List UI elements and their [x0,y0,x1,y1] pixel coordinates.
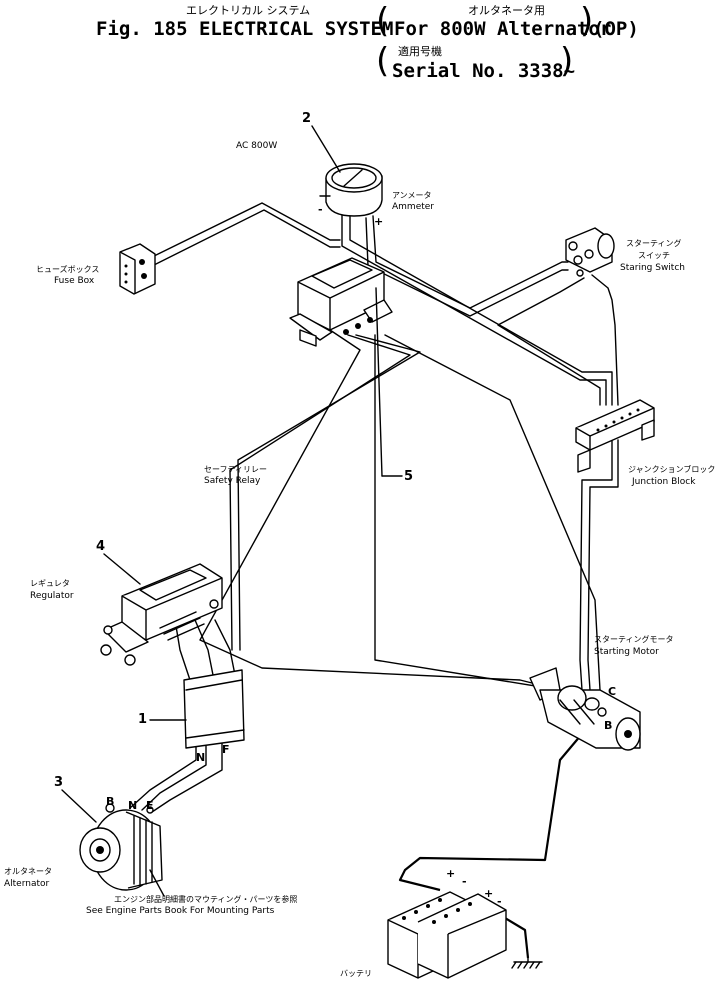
mounting-note-japanese: エンジン部品明細書のマウティング・パーツを参照 [114,895,298,904]
wire-switch-to-junction [497,274,619,406]
starting-motor-part [529,667,641,751]
ac-800w-label: AC 800W [236,141,278,151]
callout-4: 4 [96,539,106,554]
harness-terminal-f: F [222,743,230,756]
callout-5: 5 [404,469,414,484]
battery-part [387,891,507,979]
wire-fusebox-to-ammeter [149,202,341,267]
safety-relay-part [289,257,393,347]
junction-block-label: Junction Block [632,477,696,487]
motor-terminal-b: B [604,719,613,732]
regulator-part [100,563,223,666]
alternator-label: Alternator [4,879,50,889]
regulator-label-japanese: レギュレタ [30,579,70,588]
wire-harness-to-alternator [129,739,223,813]
alternator-spec-japanese: オルタネータ用 [468,4,545,17]
alternator-label-japanese: オルタネータ [4,867,52,876]
battery-label-japanese: バッテリ [340,969,372,978]
serial-japanese: 適用号機 [398,45,442,58]
junction-block-label-japanese: ジャンクションブロック [628,465,716,474]
safety-relay-label-japanese: セーフティリレー [204,465,268,474]
ammeter-minus-terminal: - [318,203,323,216]
starting-motor-label-japanese: スターティングモータ [594,635,674,644]
ground-icon [511,957,543,969]
right-paren-2: ) [560,41,574,81]
alternator-terminal-e: E [146,799,154,812]
ammeter-part [319,163,383,217]
callout-1: 1 [138,712,148,727]
alternator-terminal-b: B [106,795,115,808]
starting-switch-label-japanese-2: スイッチ [638,251,670,260]
wire-relay-to-regulator [199,329,561,691]
callout-2: 2 [302,111,312,126]
ammeter-plus-terminal: + [374,215,384,228]
wire-battery-cable [398,721,593,959]
serial-number: Serial No. 3338~ [392,60,576,82]
wire-ammeter-to-junction [341,211,613,406]
left-paren-1: ( [376,1,390,41]
left-paren-2: ( [376,41,390,81]
wire-junction-to-motor [579,439,619,691]
battery-minus-terminal-2: - [497,895,502,908]
motor-terminal-c: C [608,685,617,698]
starting-switch-label-japanese-1: スターティング [626,239,682,248]
option-label: (OP) [593,18,639,40]
mounting-note: See Engine Parts Book For Mounting Parts [86,906,275,916]
wire-regulator-to-harness [174,619,237,681]
harness-terminal-n: N [196,751,206,764]
fuse-box-label-japanese: ヒューズボックス [36,265,100,274]
ammeter-label-japanese: アンメータ [392,191,432,200]
fuse-box-part [119,243,156,295]
callout-3: 3 [54,775,64,790]
battery-plus-terminal-2: + [484,887,494,900]
safety-relay-label: Safety Relay [204,476,261,486]
wire-harness-part [183,669,245,749]
leader-lines [61,125,403,897]
alternator-terminal-n: N [128,799,138,812]
starting-motor-label: Starting Motor [594,647,659,657]
starting-switch-label: Staring Switch [620,263,685,273]
right-paren-1: ) [580,1,594,41]
starting-switch-part [565,227,615,277]
fuse-box-label: Fuse Box [54,276,95,286]
battery-plus-terminal-1: + [446,867,456,880]
battery-minus-terminal: - [462,875,467,888]
figure-title: Fig. 185 ELECTRICAL SYSTEM [96,18,394,40]
regulator-label: Regulator [30,591,74,601]
ammeter-label: Ammeter [392,202,434,212]
title-japanese: エレクトリカル システム [186,4,311,17]
alternator-spec: For 800W Alternator [394,18,612,40]
alternator-part [79,803,163,891]
junction-block-part [575,399,655,473]
wire-relay-to-motor [374,334,601,691]
